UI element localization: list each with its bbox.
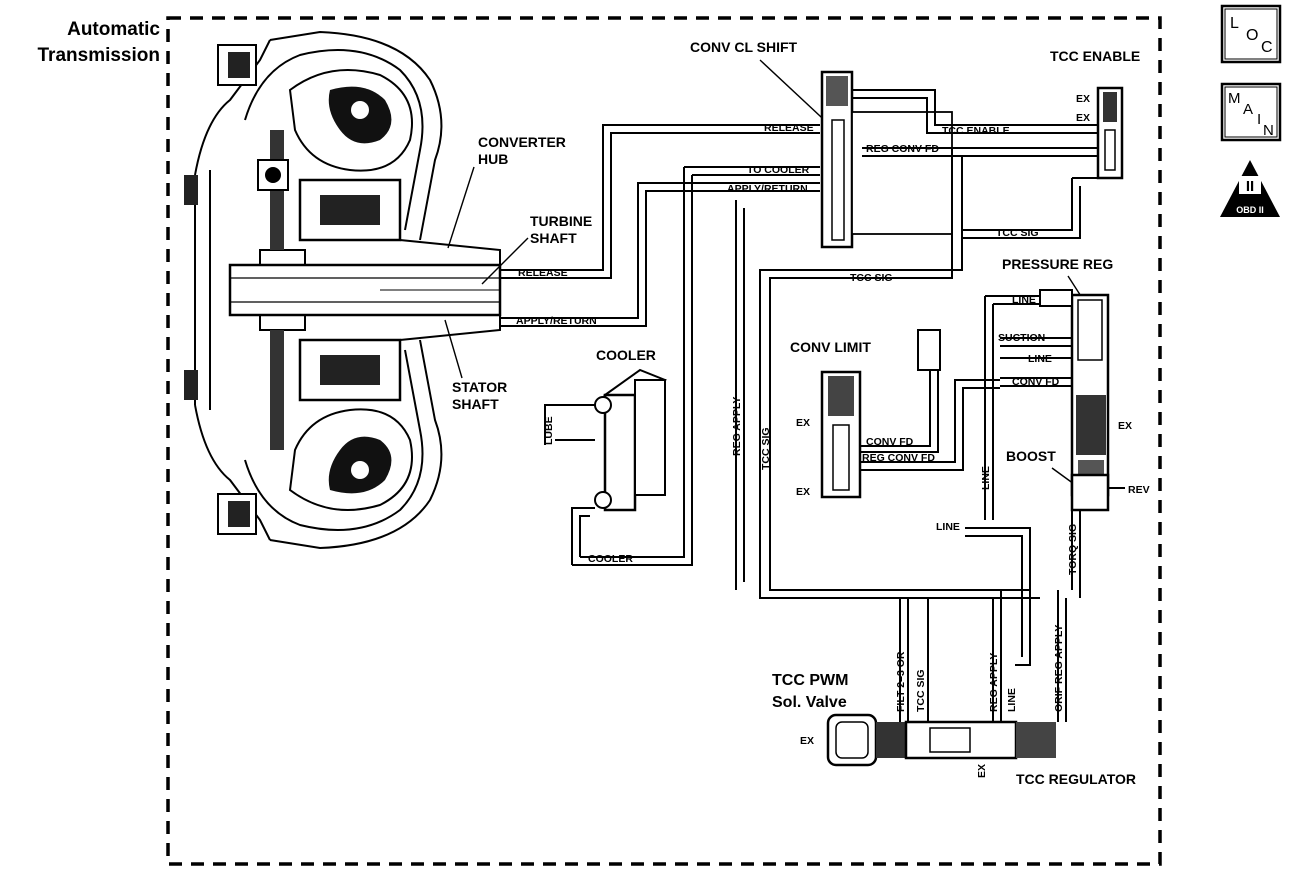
svg-text:O: O — [1246, 27, 1258, 44]
tcc-regulator-label: TCC REGULATOR — [1016, 771, 1136, 787]
title-line-1: Automatic — [67, 19, 160, 40]
boost-valve — [1070, 473, 1110, 512]
apply-return-top-label: APPLY/RETURN — [727, 183, 808, 195]
rev-label: REV — [1128, 484, 1150, 496]
tcc-sig-main — [769, 148, 1030, 591]
turbine-shaft-label-1: TURBINE — [530, 213, 592, 229]
conv-cl-shift-label: CONV CL SHIFT — [690, 39, 798, 55]
tcc-regulator-valve — [904, 720, 1056, 760]
line-bottom-label: LINE — [1006, 688, 1018, 712]
release-top-label: RELEASE — [764, 122, 814, 134]
torq-sig-label: TORQ SIG — [1067, 524, 1079, 575]
ex-label-2: EX — [1076, 112, 1090, 124]
tcc-enable-valve-label: TCC ENABLE — [1050, 48, 1140, 64]
turbine-shaft-leader — [481, 237, 529, 285]
suction-label: SUCTION — [998, 332, 1045, 344]
pressure-reg-label: PRESSURE REG — [1002, 256, 1113, 272]
cooler-label: COOLER — [596, 347, 656, 363]
reg-apply-label: REG APPLY — [731, 397, 743, 456]
main-button[interactable]: M A I N — [1220, 82, 1282, 142]
svg-text:I: I — [1257, 111, 1261, 128]
conv-limit-valve — [820, 329, 941, 499]
stator-shaft-label-2: SHAFT — [452, 396, 499, 412]
conv-cl-shift-valve — [820, 70, 953, 249]
tcc-enable-passage — [852, 89, 1098, 126]
conv-fd-right-label: CONV FD — [1012, 376, 1060, 388]
to-cooler-label: TO COOLER — [747, 164, 810, 176]
filt-label: FILT 2–3 OR — [895, 651, 907, 712]
svg-text:C: C — [1261, 39, 1273, 56]
turbine-shaft-label-2: SHAFT — [530, 230, 577, 246]
cooler-passage — [572, 166, 820, 566]
stator-shaft-leader — [444, 319, 463, 379]
tcc-sig-vertical-label: TCC SIG — [760, 427, 772, 470]
tcc-enable-valve — [1096, 86, 1124, 180]
obd-ii-button[interactable]: II OBD II — [1220, 160, 1280, 217]
pwm-ex-label: EX — [800, 735, 814, 747]
tcc-sig-bottom-label: TCC SIG — [915, 669, 927, 712]
orif-reg-apply-label: ORIF REG APPLY — [1053, 625, 1065, 712]
lube-line — [544, 404, 595, 445]
svg-text:A: A — [1243, 101, 1253, 118]
line-label-3: LINE — [936, 521, 960, 533]
tcc-sig-top-label: TCC SIG — [996, 227, 1039, 239]
title-line-2: Transmission — [38, 45, 161, 66]
reg-ex-label: EX — [976, 764, 988, 778]
apply-return-passage — [500, 182, 820, 327]
lube-label: LUBE — [543, 416, 555, 445]
line-to-tcc-reg — [965, 527, 1031, 666]
line-label-1: LINE — [1012, 294, 1036, 306]
reg-conv-fd-label: REG CONV FD — [862, 452, 935, 464]
conv-limit-ex-1: EX — [796, 417, 810, 429]
line-vertical-label: LINE — [980, 466, 992, 490]
boost-label: BOOST — [1006, 448, 1056, 464]
tcc-enable-label: TCC ENABLE — [942, 125, 1010, 137]
conv-limit-label: CONV LIMIT — [790, 339, 871, 355]
stator-shaft-label-1: STATOR — [452, 379, 507, 395]
transmission-boundary — [166, 16, 1162, 866]
torque-converter — [184, 30, 502, 550]
reg-apply-bottom-label: REG APPLY — [988, 653, 1000, 712]
pressure-regulator-valve — [1039, 289, 1110, 497]
tcc-pwm-label-2: Sol. Valve — [772, 694, 847, 711]
reg-conv-fd-passage — [860, 379, 1000, 463]
converter-hub-label-1: CONVERTER — [478, 134, 566, 150]
release-passage — [500, 124, 820, 279]
ex-label-1: EX — [1076, 93, 1090, 105]
conv-fd-passage — [860, 370, 931, 447]
svg-text:L: L — [1230, 15, 1239, 32]
svg-text:M: M — [1228, 90, 1241, 107]
svg-text:OBD II: OBD II — [1236, 205, 1264, 215]
converter-hub-leader — [447, 166, 475, 249]
loc-button[interactable]: L O C — [1220, 4, 1282, 64]
reg-conv-fd-top-label: REG CONV FD — [866, 143, 939, 155]
cooler-unit — [594, 368, 668, 512]
svg-text:N: N — [1263, 122, 1274, 139]
tcc-sig-mid-label: TCC SIG — [850, 272, 893, 284]
converter-hub-label-2: HUB — [478, 151, 508, 167]
tcc-pwm-solenoid — [826, 713, 906, 767]
tcc-pwm-label-1: TCC PWM — [772, 672, 848, 689]
line-passage — [984, 295, 1040, 520]
tcc-sig-passage — [962, 177, 1110, 231]
line-label-2: LINE — [1028, 353, 1052, 365]
conv-limit-ex-2: EX — [796, 486, 810, 498]
cooler-line-label: COOLER — [588, 553, 633, 565]
pr-ex-label: EX — [1118, 420, 1132, 432]
conv-fd-label: CONV FD — [866, 436, 914, 448]
svg-text:II: II — [1246, 178, 1254, 195]
